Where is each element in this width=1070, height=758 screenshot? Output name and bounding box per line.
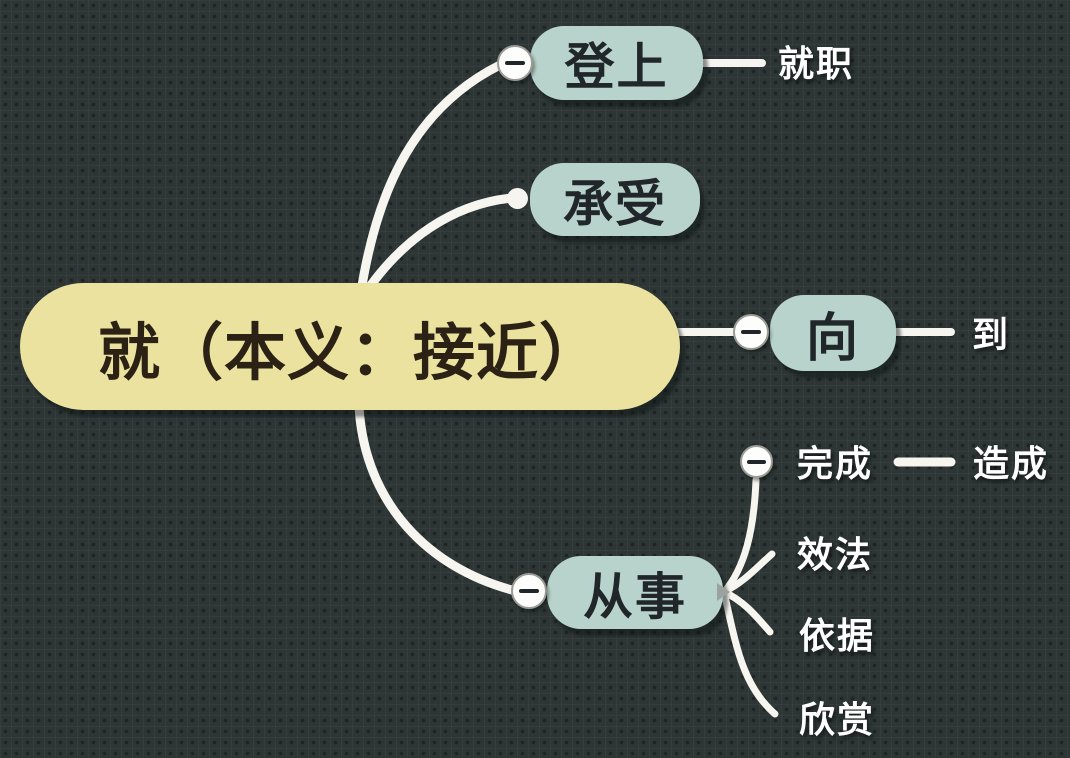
collapse-minus-icon-xiang[interactable] [733, 314, 769, 350]
subbranch-node-yiju[interactable]: 依据 [799, 615, 876, 656]
leaf-node-dao[interactable]: 到 [972, 314, 1011, 355]
branch-node-dengshang[interactable]: 登上 [530, 26, 703, 100]
branch-node-congshi[interactable]: 从事 [547, 556, 723, 629]
subbranch-node-wancheng[interactable]: 完成 [797, 443, 874, 484]
subbranch-curve-wancheng [720, 476, 760, 596]
collapse-minus-icon-dengshang[interactable] [497, 45, 533, 81]
root-node[interactable]: 就（本义：接近） [20, 283, 680, 410]
collapse-minus-icon-wancheng[interactable] [740, 445, 773, 478]
subbranch-node-xinshang[interactable]: 欣赏 [799, 699, 876, 740]
branch-node-xiang[interactable]: 向 [770, 295, 896, 371]
leaf-node-zaocheng[interactable]: 造成 [973, 443, 1050, 484]
branch-endpoint-dot-icon [507, 188, 528, 209]
subbranch-curve-xinshang [720, 588, 779, 718]
subbranch-curve-xiaofa [720, 550, 776, 596]
branch-node-chengshou[interactable]: 承受 [530, 163, 700, 236]
leaf-node-jiuzhi[interactable]: 就职 [778, 43, 855, 84]
branch-curve-congshi [354, 402, 517, 595]
collapse-minus-icon-congshi[interactable] [511, 573, 547, 609]
branch-curve-chengshou [361, 193, 517, 297]
subbranch-node-xiaofa[interactable]: 效法 [797, 534, 874, 575]
branch-curve-dengshang [355, 60, 505, 303]
branch-junction-arrow-icon [717, 583, 730, 601]
